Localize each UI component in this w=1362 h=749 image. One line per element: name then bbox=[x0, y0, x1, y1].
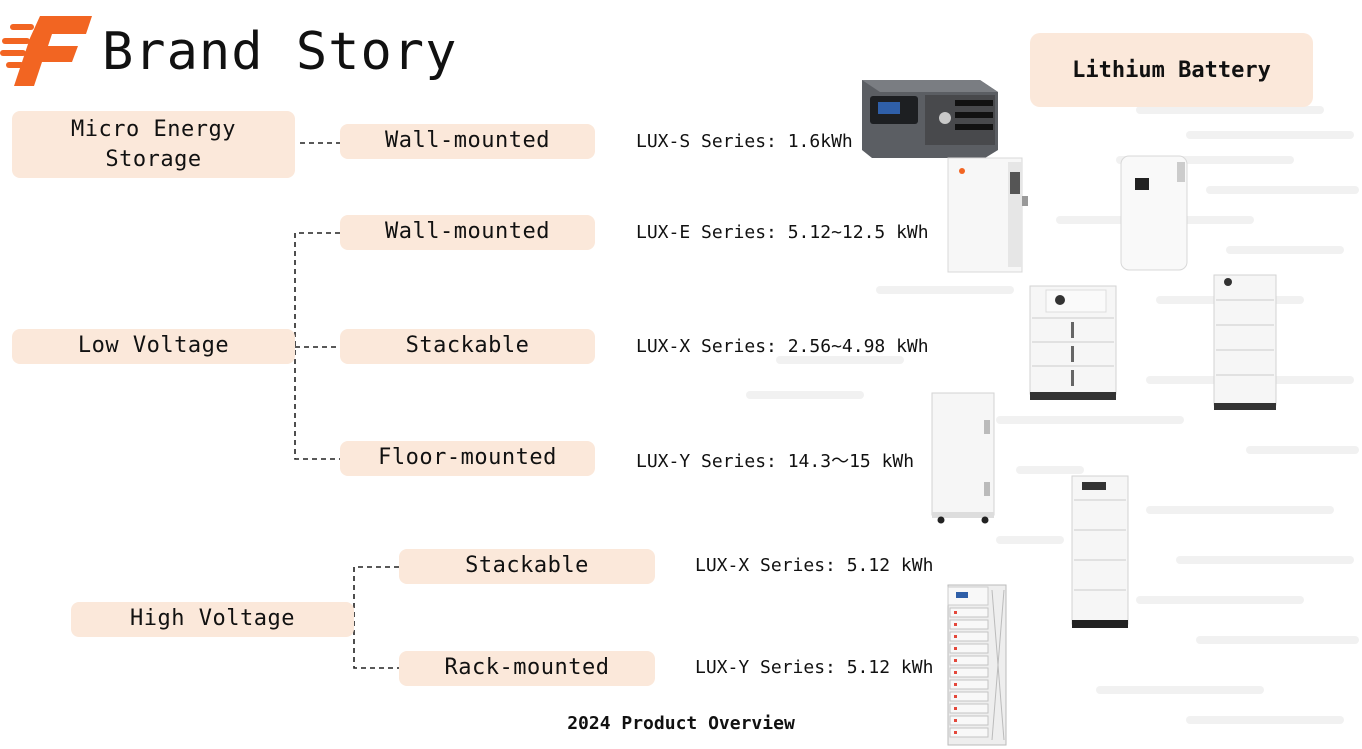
mount-floor-mounted-low: Floor-mounted bbox=[340, 441, 595, 476]
series-lux-e: LUX-E Series: 5.12~12.5 kWh bbox=[636, 222, 929, 243]
series-lux-x-high: LUX-X Series: 5.12 kWh bbox=[695, 555, 934, 576]
connector-high-tree bbox=[353, 566, 399, 669]
series-lux-x-low: LUX-X Series: 2.56~4.98 kWh bbox=[636, 336, 929, 357]
product-lux-x-high-image bbox=[1071, 475, 1129, 628]
product-lux-y-low-image bbox=[931, 392, 995, 524]
product-lux-s-image bbox=[862, 80, 998, 158]
mount-stackable-low: Stackable bbox=[340, 329, 595, 364]
series-lux-y-high: LUX-Y Series: 5.12 kWh bbox=[695, 657, 934, 678]
brand-logo bbox=[0, 16, 92, 86]
mount-stackable-high: Stackable bbox=[399, 549, 655, 584]
product-lux-y-rack-image bbox=[947, 584, 1007, 746]
mount-wall-mounted-micro: Wall-mounted bbox=[340, 124, 595, 159]
page-title: Brand Story bbox=[102, 22, 458, 82]
category-high-voltage: High Voltage bbox=[71, 602, 354, 637]
product-lux-x-low-image bbox=[1029, 274, 1277, 410]
product-lux-e-image bbox=[947, 155, 1188, 273]
series-lux-y-low: LUX-Y Series: 14.3～15 kWh bbox=[636, 451, 915, 472]
mount-wall-mounted-low: Wall-mounted bbox=[340, 215, 595, 250]
footer-caption: 2024 Product Overview bbox=[567, 713, 795, 734]
mount-rack-mounted-high: Rack-mounted bbox=[399, 651, 655, 686]
lithium-battery-badge: Lithium Battery bbox=[1030, 33, 1313, 107]
series-lux-s: LUX-S Series: 1.6kWh bbox=[636, 131, 853, 152]
category-low-voltage: Low Voltage bbox=[12, 329, 295, 364]
category-micro-energy-storage: Micro Energy Storage bbox=[12, 111, 295, 178]
connector-low-tree bbox=[294, 232, 340, 460]
